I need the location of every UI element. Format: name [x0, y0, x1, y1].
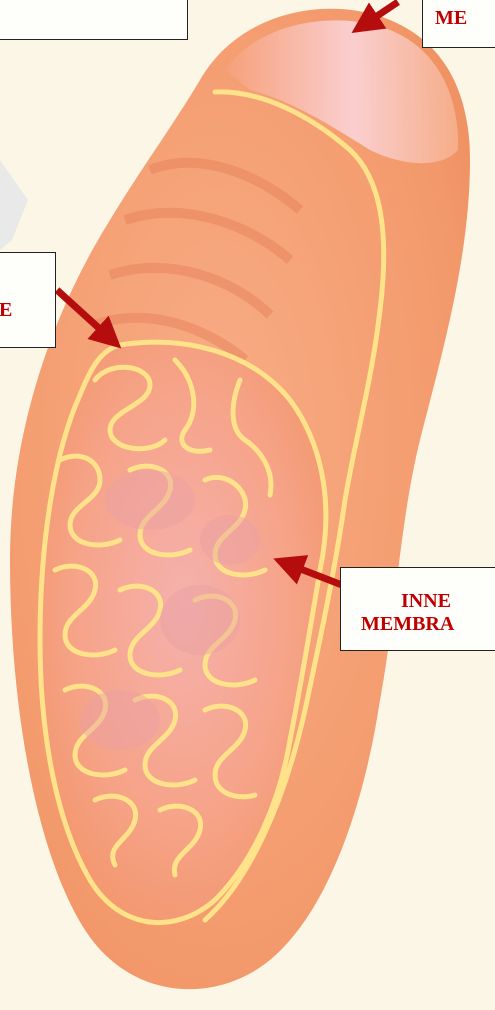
label-box-top-left — [0, 0, 188, 40]
label-cristae: E — [0, 252, 56, 348]
label-outer-membrane: ME — [422, 0, 495, 48]
label-inner-membrane: INNE MEMBRA — [340, 567, 495, 651]
label-inner-membrane-line1: INNE — [341, 590, 495, 613]
label-inner-membrane-line2: MEMBRA — [341, 613, 495, 636]
background-shadow — [0, 160, 28, 250]
label-outer-membrane-text: ME — [435, 7, 495, 30]
label-cristae-text: E — [0, 299, 55, 322]
